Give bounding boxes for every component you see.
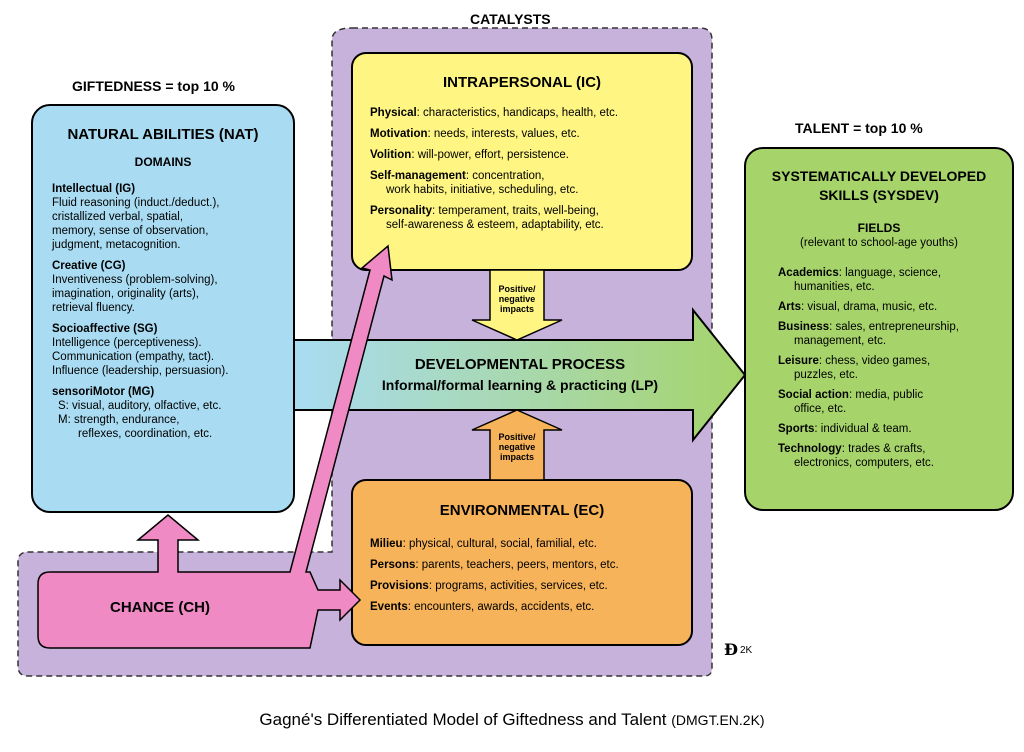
domain-line: M: strength, endurance,	[58, 414, 180, 426]
field-text: : individual & team.	[814, 423, 912, 435]
ic-item-cont: self-awareness & esteem, adaptability, e…	[386, 219, 604, 231]
chance-label: CHANCE (CH)	[110, 599, 210, 616]
domain-line: reflexes, coordination, etc.	[78, 428, 213, 440]
caption-main: Gagné's Differentiated Model of Giftedne…	[259, 710, 667, 729]
signature-label: 2K	[740, 645, 753, 656]
process-title: DEVELOPMENTAL PROCESS	[414, 356, 626, 373]
ec-item-text: : parents, teachers, peers, mentors, etc…	[415, 559, 619, 571]
field-cont: office, etc.	[794, 403, 847, 415]
sysdev-box	[744, 147, 1014, 511]
ec-items: Milieu: physical, cultural, social, fami…	[370, 537, 688, 621]
caption-code: (DMGT.EN.2K)	[671, 712, 765, 728]
field-text: : media, public	[848, 389, 924, 401]
ic-item-label: Personality	[370, 205, 432, 217]
lower-impact-label: Positive/ negative impacts	[498, 432, 536, 462]
field-cont: management, etc.	[794, 335, 887, 347]
field-label: Arts	[778, 301, 802, 313]
nat-box	[31, 104, 295, 513]
domain-line: memory, sense of observation,	[52, 225, 209, 237]
upper-impact-arrow	[471, 269, 563, 341]
domain-line: Intelligence (perceptiveness).	[52, 337, 202, 349]
domain-line: Communication (empathy, tact).	[52, 351, 215, 363]
sysdev-subtitle-2: (relevant to school-age youths)	[800, 237, 958, 249]
ic-item-text: : will-power, effort, persistence.	[411, 149, 569, 161]
nat-domains: Intellectual (IG) Fluid reasoning (induc…	[52, 182, 292, 448]
sysdev-title-2: SKILLS (SYSDEV)	[819, 187, 939, 203]
field-label: Academics	[778, 267, 839, 279]
field-label: Business	[778, 321, 830, 333]
domain-line: Inventiveness (problem-solving),	[52, 274, 218, 286]
ic-item-label: Physical	[370, 107, 417, 119]
nat-subtitle: DOMAINS	[134, 155, 192, 169]
upper-impact-label: Positive/ negative impacts	[498, 284, 536, 314]
domain-line: cristallized verbal, spatial,	[52, 211, 184, 223]
process-arrow	[293, 307, 747, 443]
domain-line: S: visual, auditory, olfactive, etc.	[58, 400, 222, 412]
field-label: Sports	[778, 423, 815, 435]
ec-item-label: Events	[370, 601, 408, 613]
chance-shape	[37, 244, 393, 649]
domain-line: imagination, originality (arts),	[52, 288, 200, 300]
domain-line: Influence (leadership, persuasion).	[52, 365, 229, 377]
ic-item-label: Volition	[370, 149, 412, 161]
catalysts-header: CATALYSTS	[470, 11, 551, 27]
sysdev-subtitle: FIELDS	[857, 221, 901, 235]
signature-glyph: Ð	[724, 640, 738, 659]
domain-name: sensoriMotor (MG)	[52, 386, 155, 398]
process-subtitle: Informal/formal learning & practicing (L…	[381, 377, 659, 393]
field-cont: puzzles, etc.	[794, 369, 858, 381]
domain-line: judgment, metacognition.	[52, 239, 181, 251]
nat-title: NATURAL ABILITIES (NAT)	[67, 126, 259, 143]
ic-title: INTRAPERSONAL (IC)	[442, 74, 602, 91]
ec-item-text: : encounters, awards, accidents, etc.	[407, 601, 595, 613]
field-cont: electronics, computers, etc.	[794, 457, 934, 469]
domain-line: retrieval fluency.	[52, 302, 135, 314]
domain-name: Intellectual (IG)	[52, 183, 136, 195]
field-text: : trades & crafts,	[841, 443, 926, 455]
domain-name: Creative (CG)	[52, 260, 126, 272]
field-label: Leisure	[778, 355, 819, 367]
ic-item-text: : concentration,	[465, 170, 545, 182]
ec-item-label: Persons	[370, 559, 416, 571]
sysdev-title-1: SYSTEMATICALLY DEVELOPED	[771, 168, 987, 184]
ec-item-text: : physical, cultural, social, familial, …	[402, 538, 597, 550]
ic-item-text: : needs, interests, values, etc.	[427, 128, 580, 140]
ic-item-cont: work habits, initiative, scheduling, etc…	[386, 184, 579, 196]
giftedness-header: GIFTEDNESS = top 10 %	[72, 78, 235, 94]
field-text: : language, science,	[838, 267, 942, 279]
sysdev-fields: Academics: language, science, humanities…	[778, 266, 1010, 476]
ic-item-label: Self-management	[370, 170, 466, 182]
field-text: : sales, entrepreneurship,	[829, 321, 959, 333]
lower-impact-arrow	[471, 409, 563, 481]
ic-item-text: : temperament, traits, well-being,	[432, 205, 599, 217]
caption: Gagné's Differentiated Model of Giftedne…	[0, 710, 1024, 730]
ec-item-label: Milieu	[370, 538, 403, 550]
ec-item-text: : programs, activities, services, etc.	[428, 580, 608, 592]
ic-items: Physical: characteristics, handicaps, he…	[370, 106, 688, 239]
ec-title: ENVIRONMENTAL (EC)	[439, 502, 605, 519]
talent-header: TALENT = top 10 %	[795, 120, 923, 136]
field-text: : chess, video games,	[818, 355, 931, 367]
domain-line: Fluid reasoning (induct./deduct.),	[52, 197, 220, 209]
ic-item-label: Motivation	[370, 128, 428, 140]
field-text: : visual, drama, music, etc.	[801, 301, 938, 313]
domain-name: Socioaffective (SG)	[52, 323, 158, 335]
ec-item-label: Provisions	[370, 580, 429, 592]
field-label: Social action	[778, 389, 849, 401]
field-cont: humanities, etc.	[794, 281, 875, 293]
ic-item-text: : characteristics, handicaps, health, et…	[416, 107, 619, 119]
field-label: Technology	[778, 443, 842, 455]
